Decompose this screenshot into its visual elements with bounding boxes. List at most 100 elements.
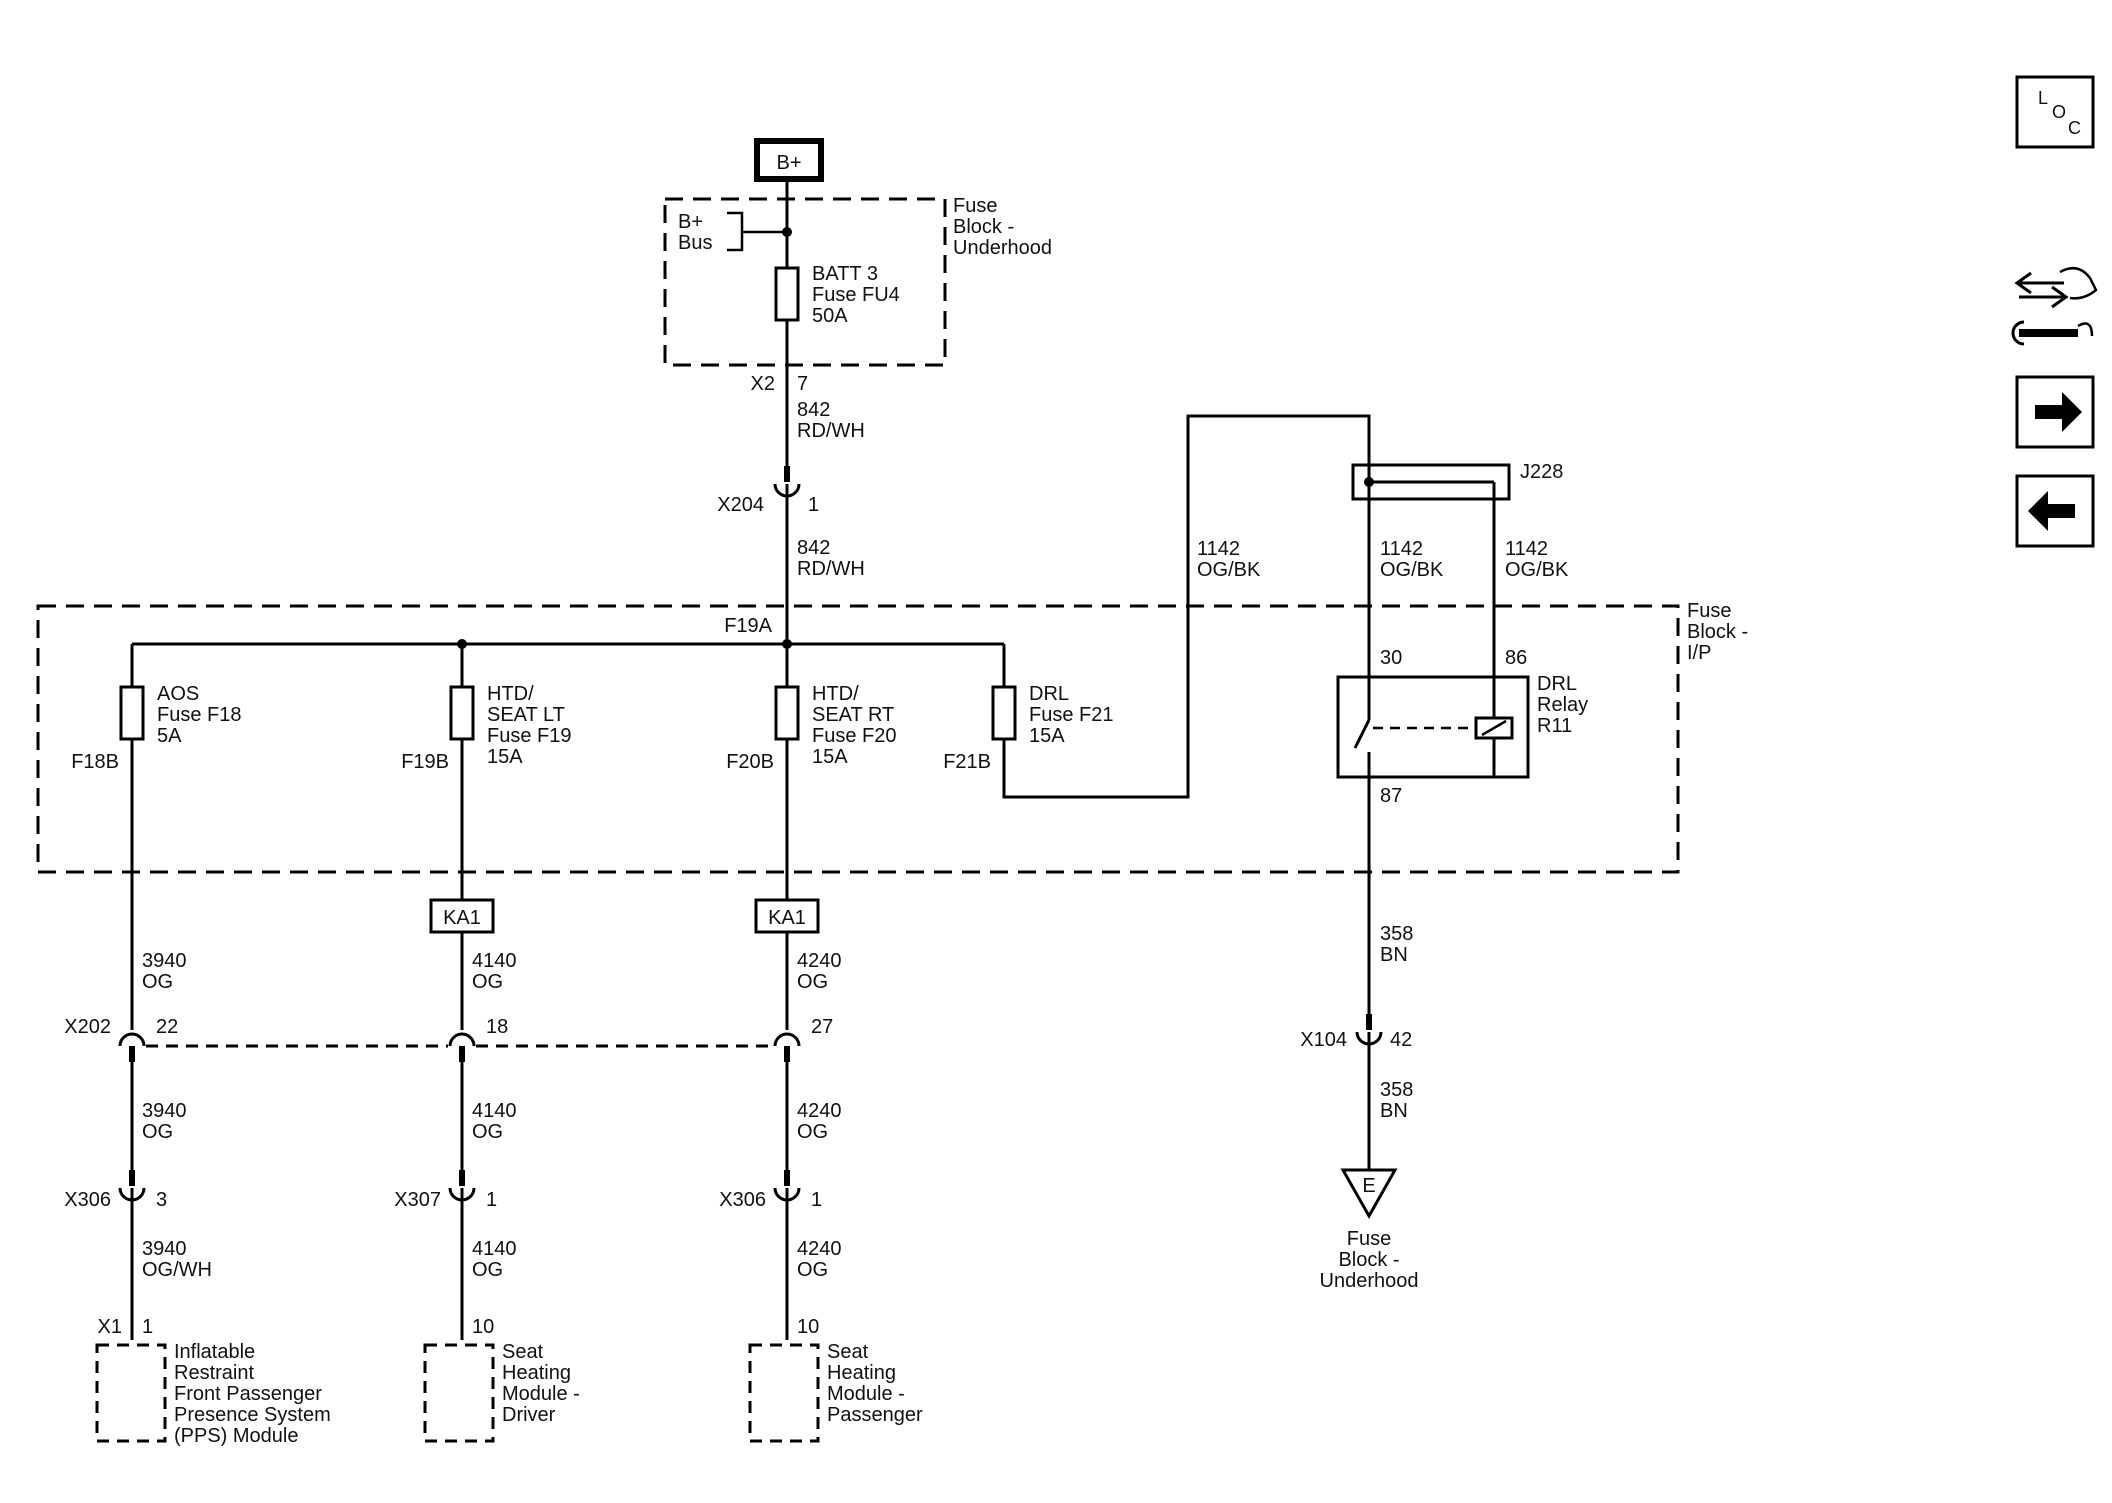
loc-button[interactable]: L O C (2015, 75, 2095, 149)
ka1-right-box (754, 898, 820, 934)
batt-fuse-label-1: BATT 3 (812, 263, 878, 285)
wire-1142c-num: 1142 (1505, 538, 1548, 560)
ka1-left-label: KA1 (443, 907, 481, 929)
arrow-left-icon (2028, 491, 2075, 531)
pps-module-label-3: Front Passenger (174, 1383, 322, 1405)
bus-bracket (727, 211, 744, 252)
branch1-wire-top-color: OG (142, 971, 173, 993)
seat-heat-driver-label-3: Module - (502, 1383, 580, 1405)
fuse-block-ip-title-3: I/P (1687, 642, 1711, 664)
wire-1142a-color: OG/BK (1197, 559, 1261, 581)
drl-relay-body (1336, 675, 1530, 779)
ground-symbol (1340, 1168, 1398, 1220)
previous-page-button[interactable] (2015, 474, 2095, 548)
wire-1142b-num: 1142 (1380, 538, 1423, 560)
bplus-label: B+ (776, 152, 801, 174)
fuse-f21-terminal: F21B (943, 751, 991, 773)
j228-splice-pack (1351, 463, 1511, 501)
fuse-f20-label-2: SEAT RT (812, 704, 894, 726)
bus-label-2: Bus (678, 232, 712, 254)
branch2-wire-top-num: 4140 (472, 950, 517, 972)
fuse-block-ip-boundary (36, 604, 1680, 874)
branch1-wire-mid-num: 3940 (142, 1100, 187, 1122)
branch1-mod-conn: X1 (98, 1316, 122, 1338)
relay-switch-arm (1353, 719, 1371, 749)
x202-pin27-connector (773, 1032, 801, 1047)
branch3-wire-mid-num: 4240 (797, 1100, 842, 1122)
x204-label: X204 (717, 494, 764, 516)
seat-heat-passenger-label-1: Seat (827, 1341, 869, 1363)
branch1-mod-pin: 1 (142, 1316, 153, 1338)
branch1-conn-pin: 3 (156, 1189, 167, 1211)
wire-1142b-color: OG/BK (1380, 559, 1444, 581)
bplus-terminal: B+ (754, 138, 824, 182)
drl-relay-label-1: DRL (1537, 673, 1577, 695)
wire-842a-num: 842 (797, 399, 830, 421)
pps-module-label-1: Inflatable (174, 1341, 255, 1363)
branch3-conn: X306 (719, 1189, 766, 1211)
next-page-button[interactable] (2015, 375, 2095, 449)
pps-module-label-2: Restraint (174, 1362, 254, 1384)
branch2-conn-pin: 1 (486, 1189, 497, 1211)
fuse-f18-terminal: F18B (71, 751, 119, 773)
branch2-wire-mid-color: OG (472, 1121, 503, 1143)
fuse-block-underhood-title-1: Fuse (953, 195, 997, 217)
fuse-f21-label-3: 15A (1029, 725, 1065, 747)
x104-pin-mark (1366, 1014, 1372, 1030)
branch2-wire-mid-num: 4140 (472, 1100, 517, 1122)
seat-heat-driver-box (423, 1343, 495, 1443)
wire-842b-color: RD/WH (797, 558, 865, 580)
branch2-mod-pin: 10 (472, 1316, 494, 1338)
pps-module-box (95, 1343, 167, 1443)
x104-label: X104 (1300, 1029, 1347, 1051)
loc-letter-o: O (2052, 102, 2066, 122)
connector-info-icon[interactable] (2011, 266, 2098, 346)
branch2-conn: X307 (394, 1189, 441, 1211)
branch3-wire-top-color: OG (797, 971, 828, 993)
branch3-wire-top-num: 4240 (797, 950, 842, 972)
fuse-f21-symbol (991, 685, 1017, 741)
drl-relay-label-2: Relay (1537, 694, 1588, 716)
branch3-wire-mid-color: OG (797, 1121, 828, 1143)
wire-1142-drl-feed (1002, 414, 1371, 799)
batt-fuse-label-2: Fuse FU4 (812, 284, 900, 306)
wire-358a-color: BN (1380, 944, 1408, 966)
relay-pin-30: 30 (1380, 647, 1402, 669)
ka1-right-label: KA1 (768, 907, 806, 929)
fuse-f18-label-2: Fuse F18 (157, 704, 241, 726)
x202-label: X202 (64, 1016, 111, 1038)
wire-842b-num: 842 (797, 537, 830, 559)
seat-heat-driver-label-1: Seat (502, 1341, 544, 1363)
branch1-wire-top-num: 3940 (142, 950, 187, 972)
loc-letter-l: L (2038, 88, 2048, 108)
ground-label-2: Block - (1338, 1249, 1399, 1271)
fuse-block-ip-title-2: Block - (1687, 621, 1748, 643)
seat-heat-passenger-label-2: Heating (827, 1362, 896, 1384)
branch2-x202-pin: 18 (486, 1016, 508, 1038)
fuse-block-underhood-title-2: Block - (953, 216, 1014, 238)
fuse-f19-terminal: F19B (401, 751, 449, 773)
branch3-conn-mark (784, 1170, 790, 1186)
wire-358b-color: BN (1380, 1100, 1408, 1122)
x202-pin18-connector (448, 1032, 476, 1047)
wire-842a-color: RD/WH (797, 420, 865, 442)
fuse-block-ip-title-1: Fuse (1687, 600, 1731, 622)
fuse-f20-label-1: HTD/ (812, 683, 859, 705)
fuse-f20-label-4: 15A (812, 746, 848, 768)
batt-fuse-label-3: 50A (812, 305, 848, 327)
relay-pin-87: 87 (1380, 785, 1402, 807)
fuse-f19-label-4: 15A (487, 746, 523, 768)
x202-pin22-connector (118, 1032, 146, 1047)
fuse-f18-symbol (119, 685, 145, 741)
fuse-f20-symbol (774, 685, 800, 741)
seat-heat-passenger-label-3: Module - (827, 1383, 905, 1405)
branch2-conn-mark (459, 1170, 465, 1186)
x204-pin-mark (784, 466, 790, 482)
seat-heat-driver-label-2: Heating (502, 1362, 571, 1384)
drl-relay-label-3: R11 (1537, 715, 1572, 737)
x2-pin: 7 (797, 373, 808, 395)
branch1-conn-mark (129, 1170, 135, 1186)
fuse-f19-label-1: HTD/ (487, 683, 534, 705)
seat-heat-passenger-box (748, 1343, 820, 1443)
